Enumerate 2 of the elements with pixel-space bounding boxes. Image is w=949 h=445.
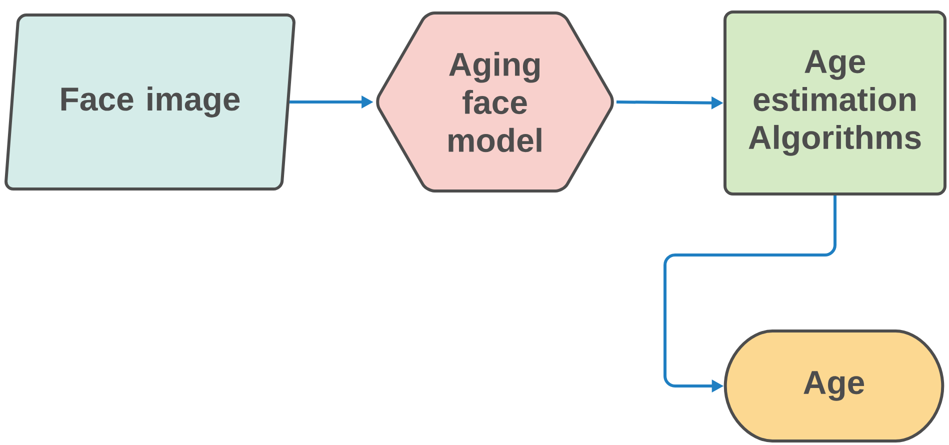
process-box: Age estimation Algorithms — [724, 10, 946, 196]
terminal-box: Age — [724, 330, 944, 442]
